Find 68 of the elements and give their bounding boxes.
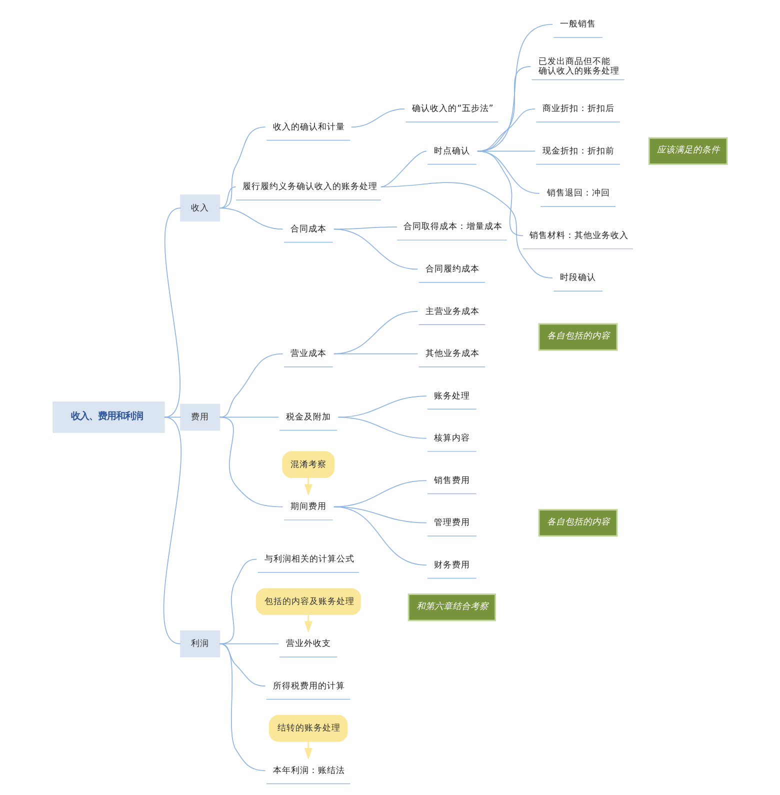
connector — [333, 506, 427, 566]
node-box: 收入 — [180, 194, 220, 222]
node-text: 销售退回：冲回 — [547, 188, 610, 199]
node-text: 营业外收支 — [286, 639, 332, 650]
node-box: 应该满足的条件 — [648, 137, 728, 165]
connector — [219, 643, 266, 772]
connector — [380, 182, 553, 278]
connector — [333, 226, 398, 230]
node-text: 销售费用 — [434, 476, 470, 486]
node-text: 账务处理 — [434, 391, 470, 402]
node-text: 其他业务成本 — [425, 349, 480, 360]
connector — [338, 396, 427, 418]
connector — [477, 150, 524, 236]
node-box: 各自包括的内容 — [538, 509, 618, 537]
node-text: 期间费用 — [290, 502, 327, 512]
node-text: 合同成本 — [290, 224, 327, 234]
node-text: 确认收入的“五步法” — [412, 104, 494, 114]
connector — [219, 416, 279, 418]
connector — [477, 150, 536, 152]
node-text: 财务费用 — [434, 560, 470, 570]
node-text: 管理费用 — [434, 518, 470, 528]
node-box: 各自包括的内容 — [538, 323, 618, 351]
connector — [380, 150, 427, 188]
connector — [477, 24, 553, 152]
node-box: 结转的账务处理 — [269, 714, 348, 742]
connector — [219, 186, 236, 208]
node-text: 一般销售 — [560, 20, 596, 30]
arrow — [304, 614, 312, 633]
node-text: 所得税费用的计算 — [273, 681, 346, 692]
node-text: 本年利润：账结法 — [273, 766, 346, 776]
node-text: 现金折扣：折扣前 — [542, 146, 615, 156]
node-text: 主营业务成本 — [425, 306, 480, 317]
connector — [163, 416, 182, 644]
node-text: 核算内容 — [434, 434, 470, 444]
node-text: 履行履约义务确认收入的账务处理 — [242, 182, 378, 192]
connector — [219, 353, 284, 418]
connector — [219, 416, 284, 508]
node-box: 收入、费用和利润 — [52, 402, 165, 433]
node-text: 合同履约成本 — [425, 264, 480, 274]
connector — [477, 108, 536, 152]
connector — [164, 208, 181, 418]
node-text: 收入的确认和计量 — [273, 122, 346, 132]
node-text: 合同取得成本：增量成本 — [403, 222, 502, 232]
node-box: 利润 — [180, 630, 220, 658]
arrow — [304, 742, 312, 760]
connector — [477, 150, 540, 194]
node-box: 包括的内容及账务处理 — [256, 588, 361, 616]
connector — [338, 416, 427, 439]
connector — [219, 643, 266, 687]
connector — [350, 108, 406, 128]
node-text: 商业折扣：折扣后 — [542, 104, 615, 114]
node-box: 和第六章结合考察 — [408, 594, 496, 622]
node-text: 营业成本 — [290, 349, 327, 360]
connector — [333, 353, 418, 354]
node-text: 时点确认 — [434, 146, 470, 156]
connector — [333, 228, 418, 270]
connector — [164, 416, 181, 418]
node-text: 时段确认 — [560, 273, 596, 284]
arrow — [304, 478, 312, 496]
connector — [333, 311, 418, 354]
node-box: 混淆考察 — [282, 451, 335, 478]
connector — [219, 126, 266, 208]
node-text: 已发出商品但不能确认收入的账务处理 — [538, 57, 620, 77]
node-text: 与利润相关的计算公式 — [264, 554, 354, 565]
node-text: 税金及附加 — [286, 412, 332, 422]
node-text: 销售材料：其他业务收入 — [530, 230, 629, 241]
connector — [219, 208, 284, 230]
node-box: 费用 — [180, 404, 220, 431]
